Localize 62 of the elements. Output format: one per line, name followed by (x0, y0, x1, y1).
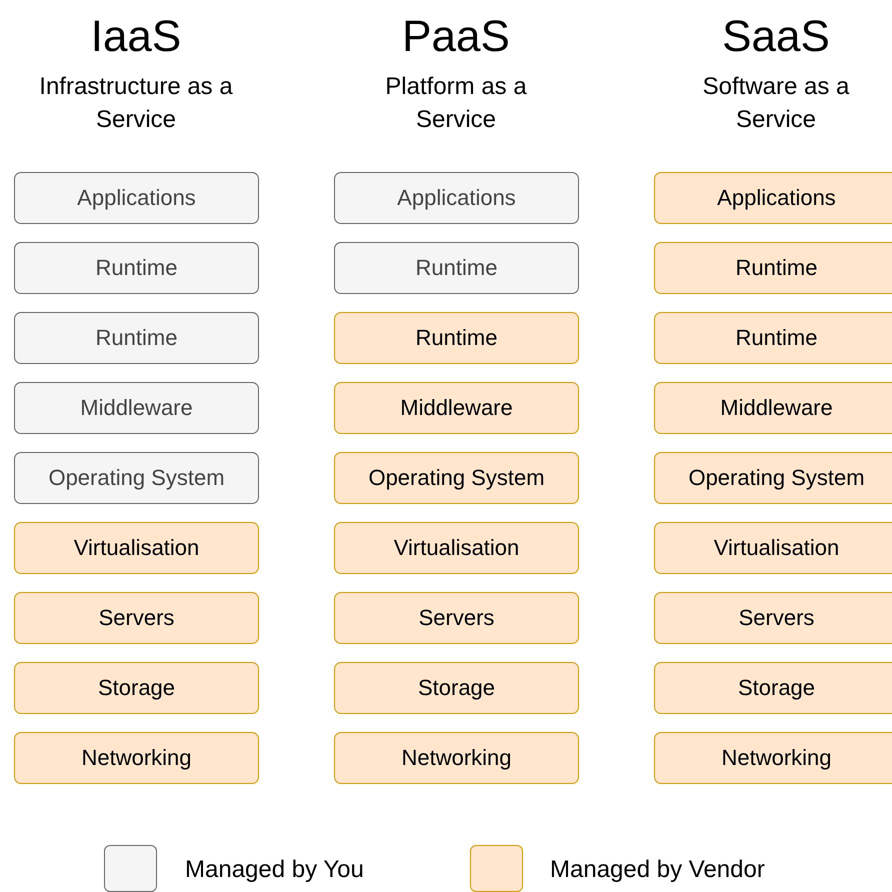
layer-label: Runtime (736, 255, 818, 281)
layer-label: Applications (717, 185, 836, 211)
layer-box (654, 522, 892, 574)
layer-box (14, 522, 259, 574)
layer-box (334, 592, 579, 644)
layer-label: Networking (81, 745, 192, 771)
layer-label: Virtualisation (394, 535, 520, 561)
layer-label: Applications (397, 185, 516, 211)
layer-label: Runtime (96, 255, 178, 281)
layer-box (14, 172, 259, 224)
layer-box (334, 452, 579, 504)
column-subtitle: Infrastructure as a Service (38, 72, 234, 135)
layer-box (334, 242, 579, 294)
layer-label: Operating System (688, 465, 865, 491)
layer-label: Operating System (48, 465, 225, 491)
layer-label: Servers (738, 605, 814, 631)
layer-label: Middleware (400, 395, 513, 421)
layer-box (654, 242, 892, 294)
column-subtitle: Software as a Service (702, 72, 850, 135)
layer-box (14, 592, 259, 644)
column-title: SaaS (721, 12, 831, 62)
layer-box (654, 732, 892, 784)
layer-label: Runtime (736, 325, 818, 351)
legend-label: Managed by You (185, 856, 364, 884)
layer-label: Virtualisation (74, 535, 200, 561)
layer-label: Runtime (416, 325, 498, 351)
layer-label: Virtualisation (714, 535, 840, 561)
layer-box (14, 382, 259, 434)
column-subtitle: Platform as a Service (384, 72, 528, 135)
layer-box (334, 522, 579, 574)
layer-label: Middleware (80, 395, 193, 421)
layer-box (334, 172, 579, 224)
layer-box (14, 242, 259, 294)
layer-box (14, 732, 259, 784)
layer-label: Operating System (368, 465, 545, 491)
layer-box (334, 732, 579, 784)
layer-label: Storage (98, 675, 176, 701)
layer-label: Storage (738, 675, 816, 701)
layer-box (14, 662, 259, 714)
layer-box (334, 382, 579, 434)
layer-box (654, 662, 892, 714)
layer-label: Storage (418, 675, 496, 701)
layer-box (654, 452, 892, 504)
layer-box (654, 312, 892, 364)
column-title: IaaS (90, 12, 182, 62)
layer-label: Applications (77, 185, 196, 211)
layer-label: Runtime (96, 325, 178, 351)
layer-label: Servers (418, 605, 494, 631)
layer-box (14, 312, 259, 364)
layer-box (14, 452, 259, 504)
layer-label: Servers (98, 605, 174, 631)
layer-label: Middleware (720, 395, 833, 421)
layer-box (654, 172, 892, 224)
layer-box (654, 592, 892, 644)
layer-label: Runtime (416, 255, 498, 281)
legend-label: Managed by Vendor (550, 856, 765, 884)
layer-box (654, 382, 892, 434)
layer-label: Networking (401, 745, 512, 771)
layer-box (334, 312, 579, 364)
layer-box (334, 662, 579, 714)
column-title: PaaS (401, 12, 511, 62)
layer-label: Networking (721, 745, 832, 771)
